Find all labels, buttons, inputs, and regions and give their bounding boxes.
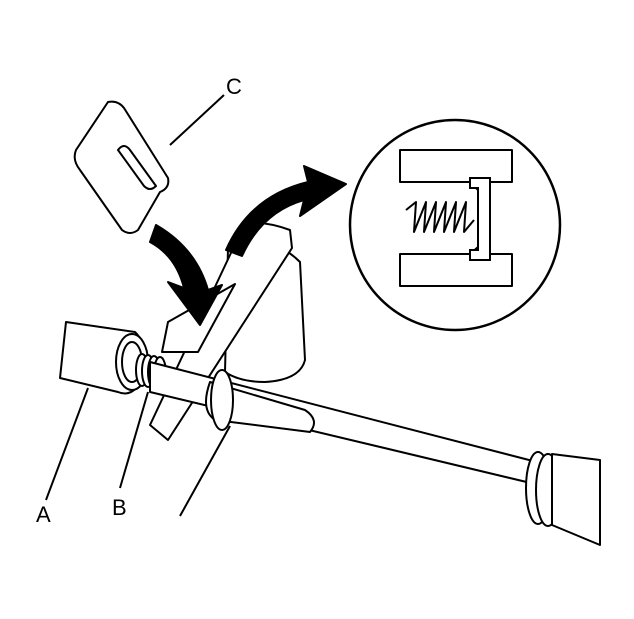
label-a: A [36,502,51,527]
retaining-clip [73,100,170,234]
leader-b [119,391,149,489]
leader-lines [45,94,231,517]
install-arrow [149,224,223,326]
detail-spring [405,201,475,233]
label-b: B [112,495,127,520]
detail-view-circle [348,118,562,332]
label-c: C [226,74,242,99]
leader-a [45,387,89,501]
leader-c [169,94,225,146]
detail-arrow [225,165,347,257]
screwdriver-tool [149,361,601,546]
leader-tool [179,425,231,517]
